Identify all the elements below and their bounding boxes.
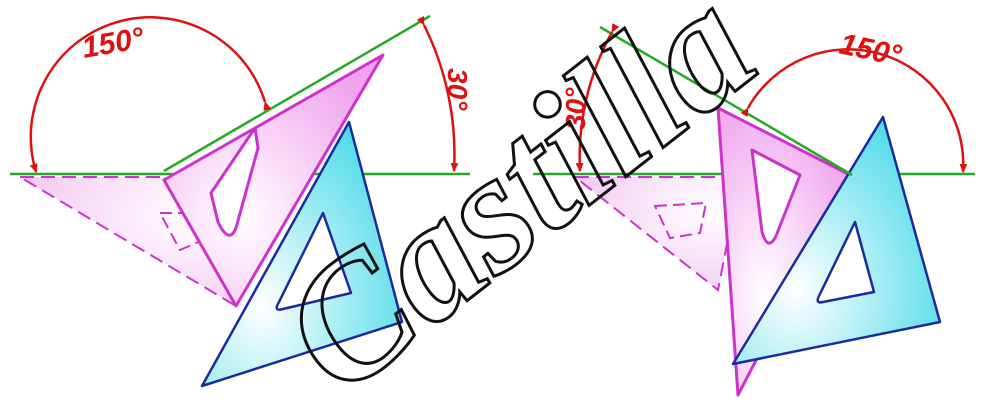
right-30-angle-arc <box>575 23 620 172</box>
left-figure: 150° 30° <box>10 14 473 388</box>
left-set-square-45 <box>200 120 404 388</box>
left-150-angle-arc <box>29 16 272 173</box>
right-150-label: 150° <box>837 28 906 73</box>
right-150-angle-arc <box>740 48 968 173</box>
left-150-label: 150° <box>79 21 147 64</box>
right-30-label: 30° <box>560 87 591 130</box>
left-30-angle-arc <box>416 16 459 172</box>
right-set-square-45 <box>731 115 942 366</box>
left-30-label: 30° <box>442 68 473 111</box>
